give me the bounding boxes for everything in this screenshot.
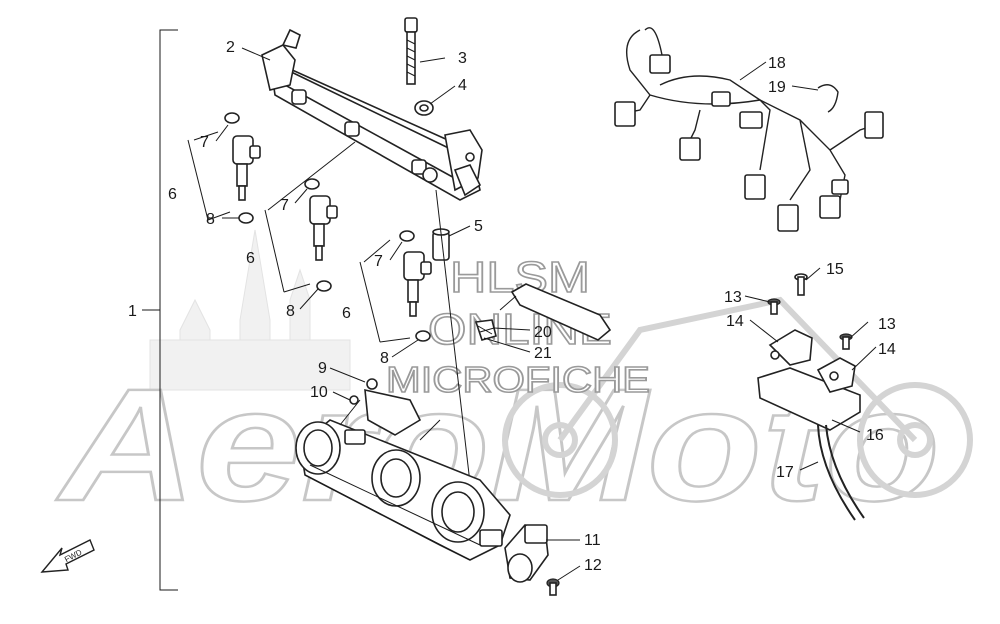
callout-13a: 13 bbox=[724, 289, 742, 306]
callout-2: 2 bbox=[226, 39, 235, 56]
callout-11: 11 bbox=[584, 532, 601, 549]
callout-7c: 7 bbox=[374, 253, 383, 270]
assembly-bracket bbox=[142, 29, 178, 591]
injector-group-2 bbox=[264, 141, 356, 293]
callout-17: 17 bbox=[776, 464, 794, 481]
callout-14b: 14 bbox=[878, 341, 896, 358]
throttle-position-sensor bbox=[504, 524, 549, 583]
forward-direction-arrow-icon: FWD bbox=[40, 539, 95, 573]
injector-group-3 bbox=[359, 230, 432, 343]
cable-tie bbox=[817, 84, 839, 113]
callout-21: 21 bbox=[534, 345, 552, 362]
sensor-bracket bbox=[757, 329, 861, 431]
callout-8a: 8 bbox=[206, 211, 215, 228]
callout-7b: 7 bbox=[280, 197, 289, 214]
callout-18: 18 bbox=[768, 55, 786, 72]
callout-9: 9 bbox=[318, 360, 327, 377]
callout-6b: 6 bbox=[246, 250, 255, 267]
watermark-castle-icon bbox=[149, 229, 351, 391]
leader-lines bbox=[215, 47, 877, 581]
callout-6a: 6 bbox=[168, 186, 177, 203]
hose-clamp bbox=[474, 319, 497, 341]
callout-10: 10 bbox=[310, 384, 328, 401]
callout-14a: 14 bbox=[726, 313, 744, 330]
callout-1: 1 bbox=[128, 303, 137, 320]
callout-13b: 13 bbox=[878, 316, 896, 333]
mounting-bolt bbox=[404, 17, 418, 85]
callout-12: 12 bbox=[584, 557, 602, 574]
washer bbox=[414, 100, 434, 116]
spacer-sleeve bbox=[432, 189, 473, 501]
callout-8b: 8 bbox=[286, 303, 295, 320]
callout-19: 19 bbox=[768, 79, 786, 96]
callout-16: 16 bbox=[866, 427, 884, 444]
callout-6c: 6 bbox=[342, 305, 351, 322]
callout-5: 5 bbox=[474, 218, 483, 235]
watermark-line3: MICROFICHE bbox=[386, 359, 650, 400]
callout-4: 4 bbox=[458, 77, 467, 94]
injector-group-1 bbox=[187, 112, 261, 224]
callout-15: 15 bbox=[826, 261, 844, 278]
drain-hose bbox=[817, 424, 865, 521]
sensor-screw bbox=[546, 578, 560, 596]
callout-3: 3 bbox=[458, 50, 467, 67]
callout-20: 20 bbox=[534, 324, 552, 341]
throttle-body bbox=[295, 378, 511, 561]
fuel-rail bbox=[261, 28, 483, 201]
wiring-harness bbox=[614, 27, 884, 232]
callout-8c: 8 bbox=[380, 350, 389, 367]
callout-7a: 7 bbox=[200, 134, 209, 151]
callout-labels: 1 2 3 4 5 6 6 6 7 7 7 8 8 8 9 10 11 12 1… bbox=[128, 39, 896, 574]
vacuum-hose bbox=[499, 283, 612, 341]
